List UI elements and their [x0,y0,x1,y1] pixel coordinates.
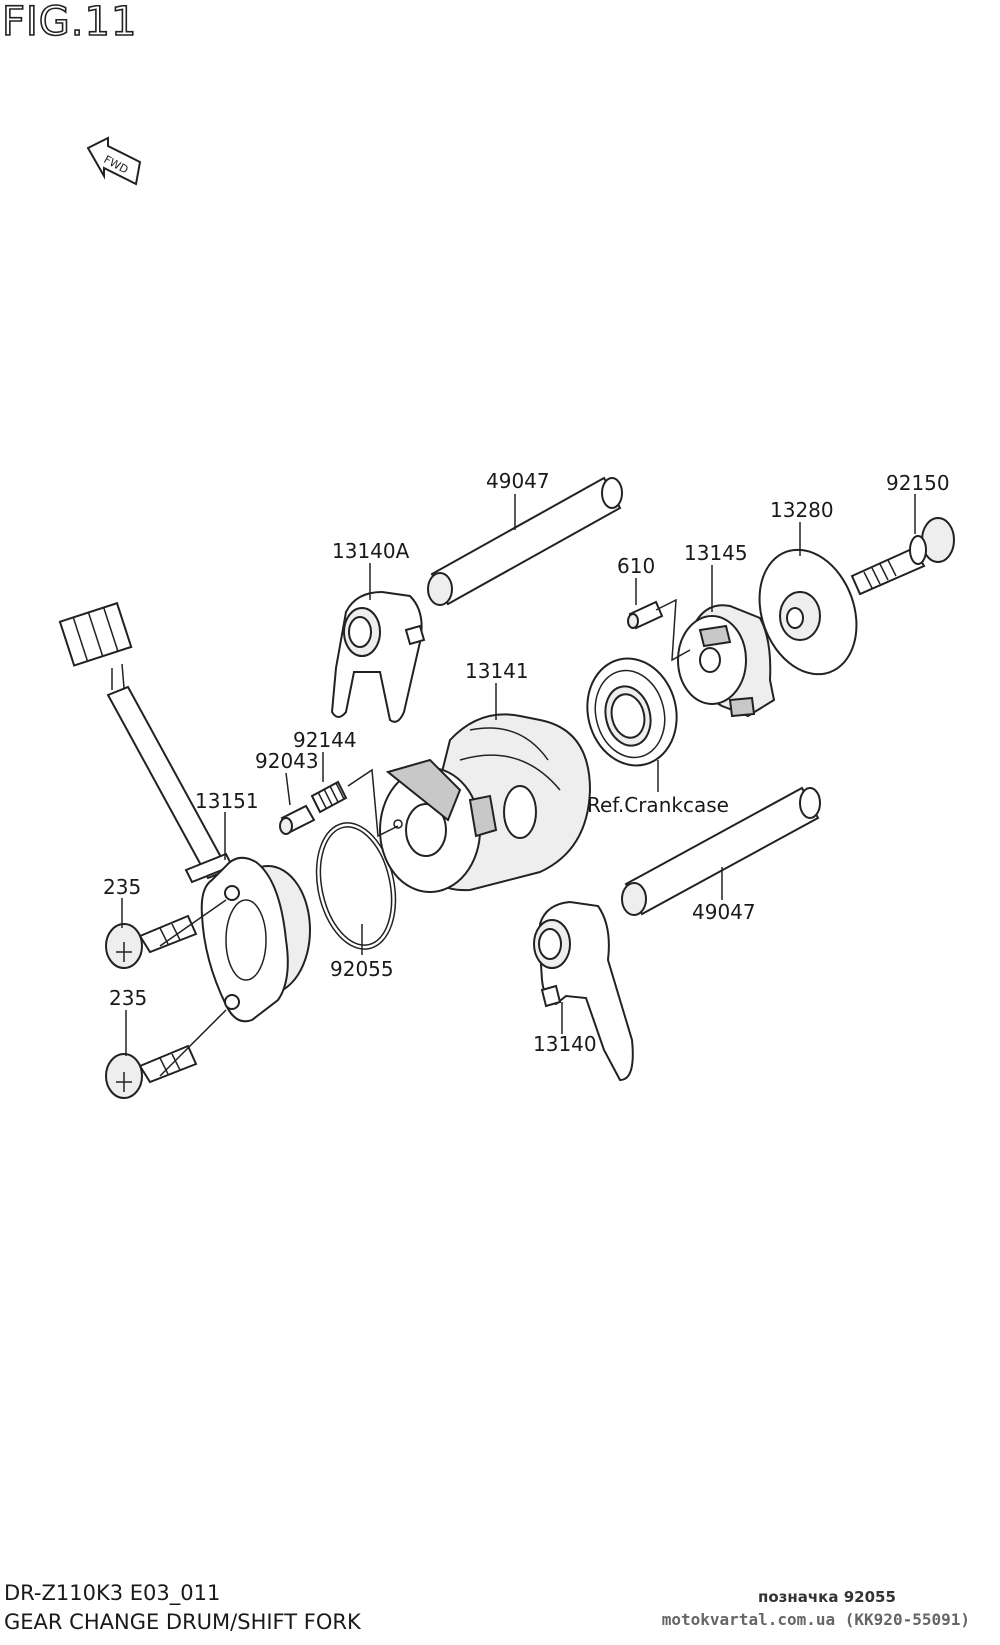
shift-fork-13140 [533,900,634,1082]
gear-position-switch-harness [58,601,234,921]
label-92043: 92043 [255,749,319,773]
bolt-92150 [850,517,955,596]
shift-cam-13145 [677,604,776,718]
part-note: позначка 92055 [758,1588,896,1606]
label-92055: 92055 [330,957,394,981]
shift-fork-shaft-upper [427,476,623,606]
pin-92043 [279,804,316,835]
pin-610 [627,600,664,630]
label-13280: 13280 [770,498,834,522]
site-watermark: motokvartal.com.ua (KK920-55091) [661,1610,970,1629]
o-ring-92055 [315,822,397,950]
label-13141: 13141 [465,659,529,683]
plate-13280 [758,548,858,676]
shift-fork-13140A [330,590,426,723]
bearing-ref-crankcase [586,657,678,767]
label-235-upper: 235 [103,875,141,899]
screw-235-upper [105,914,198,969]
gear-change-drum [379,713,592,893]
spring-92144 [310,780,348,814]
label-13140A: 13140A [332,539,410,563]
label-13151: 13151 [195,789,259,813]
diagram-caption: GEAR CHANGE DRUM/SHIFT FORK [4,1610,361,1634]
leader-lines [121,494,916,1077]
label-ref-crankcase: Ref.Crankcase [587,793,729,817]
shift-fork-shaft-lower [621,786,821,916]
label-13145: 13145 [684,541,748,565]
label-92150: 92150 [886,471,950,495]
gear-position-switch [200,856,311,1023]
fwd-arrow-icon: FWD [86,136,142,186]
figure-title: FIG.11 [1,0,138,45]
label-49047-lower: 49047 [692,900,756,924]
model-code: DR-Z110K3 E03_011 [4,1581,221,1605]
label-92144: 92144 [293,728,357,752]
label-235-lower: 235 [109,986,147,1010]
label-13140: 13140 [533,1032,597,1056]
label-49047-upper: 49047 [486,469,550,493]
label-610: 610 [617,554,655,578]
